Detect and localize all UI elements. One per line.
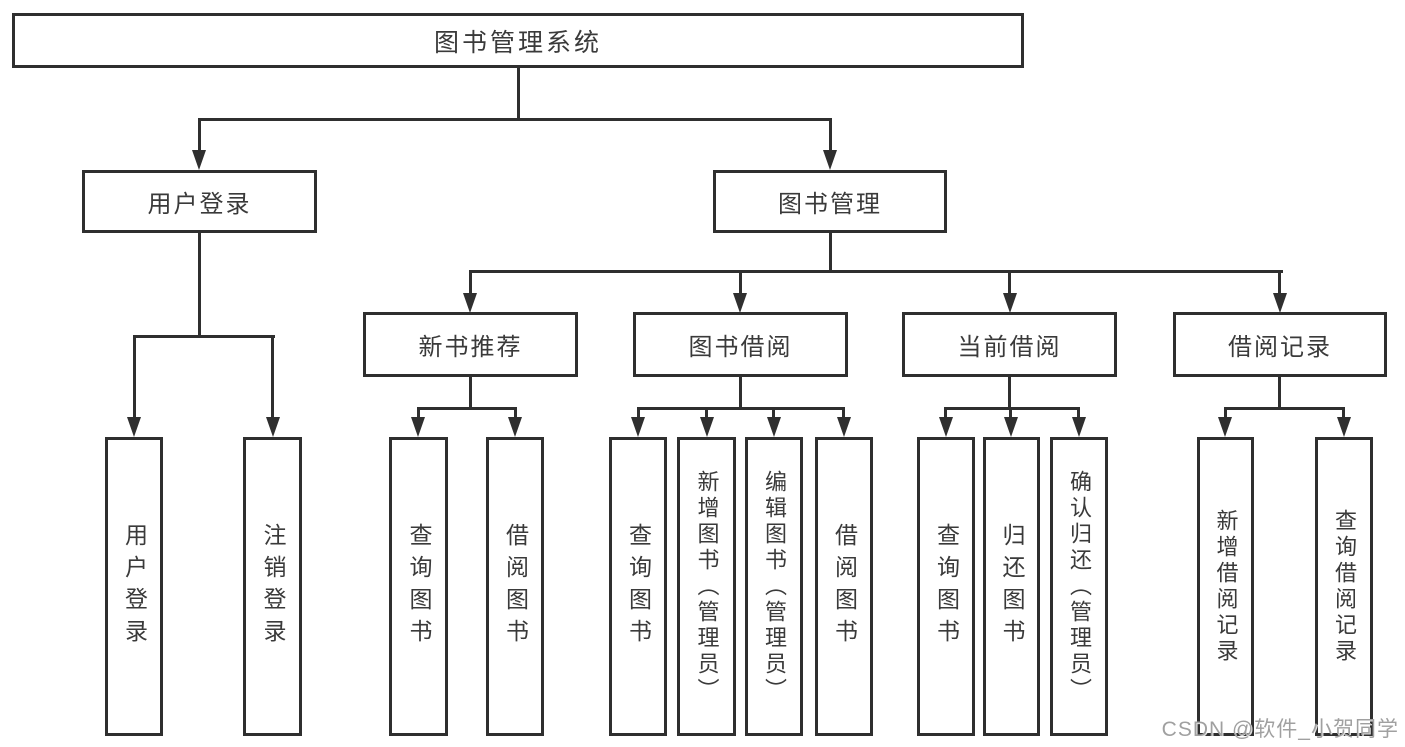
leaf-query-book-3: 查询图书 [917, 437, 975, 736]
connector-line [514, 407, 517, 417]
connector-line [469, 270, 472, 293]
arrow-down-icon [767, 417, 781, 437]
connector-line [198, 233, 201, 335]
leaf-confirm-return-admin: 确认归还（管理员） [1050, 437, 1108, 736]
leaf-return-book: 归还图书 [983, 437, 1040, 736]
arrow-down-icon [266, 417, 280, 437]
arrow-down-icon [837, 417, 851, 437]
connector-line [1224, 407, 1227, 417]
connector-line [1278, 270, 1281, 293]
leaf-add-book-admin: 新增图书（管理员） [677, 437, 736, 736]
connector-line [1008, 377, 1011, 407]
connector-line [739, 270, 742, 293]
arrow-down-icon [508, 417, 522, 437]
arrow-down-icon [1072, 417, 1086, 437]
arrow-down-icon [1003, 293, 1017, 313]
node-new-book-recommend: 新书推荐 [363, 312, 578, 377]
node-borrow-record: 借阅记录 [1173, 312, 1387, 377]
arrow-down-icon [823, 150, 837, 170]
connector-line [469, 270, 1283, 273]
node-library-management-system: 图书管理系统 [12, 13, 1024, 68]
connector-line [705, 407, 708, 417]
arrow-down-icon [733, 293, 747, 313]
connector-line [271, 335, 274, 417]
arrow-down-icon [127, 417, 141, 437]
node-book-management: 图书管理 [713, 170, 947, 233]
connector-line [417, 407, 420, 417]
leaf-add-borrow-record: 新增借阅记录 [1197, 437, 1254, 736]
connector-line [637, 407, 845, 410]
arrow-down-icon [192, 150, 206, 170]
connector-line [1278, 377, 1281, 407]
connector-line [198, 118, 831, 121]
connector-line [945, 407, 1080, 410]
connector-line [842, 407, 845, 417]
arrow-down-icon [1004, 417, 1018, 437]
arrow-down-icon [411, 417, 425, 437]
leaf-logout-login: 注销登录 [243, 437, 302, 736]
leaf-query-book-2: 查询图书 [609, 437, 667, 736]
leaf-user-login: 用户登录 [105, 437, 163, 736]
connector-line [1342, 407, 1345, 417]
connector-line [944, 407, 947, 417]
arrow-down-icon [700, 417, 714, 437]
connector-line [772, 407, 775, 417]
node-user-login: 用户登录 [82, 170, 317, 233]
connector-line [133, 335, 136, 417]
connector-line [198, 118, 201, 152]
connector-line [1224, 407, 1345, 410]
leaf-borrow-book-2: 借阅图书 [815, 437, 873, 736]
connector-line [829, 233, 832, 272]
connector-line [739, 377, 742, 407]
connector-line [1009, 407, 1012, 417]
arrow-down-icon [463, 293, 477, 313]
arrow-down-icon [939, 417, 953, 437]
leaf-query-borrow-record: 查询借阅记录 [1315, 437, 1373, 736]
connector-line [469, 377, 472, 407]
connector-line [133, 335, 275, 338]
csdn-watermark: CSDN @软件_小贺同学 [1161, 718, 1399, 741]
arrow-down-icon [1273, 293, 1287, 313]
arrow-down-icon [1218, 417, 1232, 437]
connector-line [829, 118, 832, 152]
connector-line [417, 407, 517, 410]
leaf-query-book-1: 查询图书 [389, 437, 448, 736]
connector-line [1077, 407, 1080, 417]
connector-line [637, 407, 640, 417]
connector-line [1008, 270, 1011, 293]
connector-line [517, 68, 520, 118]
node-book-borrow: 图书借阅 [633, 312, 848, 377]
arrow-down-icon [631, 417, 645, 437]
leaf-edit-book-admin: 编辑图书（管理员） [745, 437, 803, 736]
node-current-borrow: 当前借阅 [902, 312, 1117, 377]
arrow-down-icon [1337, 417, 1351, 437]
leaf-borrow-book-1: 借阅图书 [486, 437, 544, 736]
